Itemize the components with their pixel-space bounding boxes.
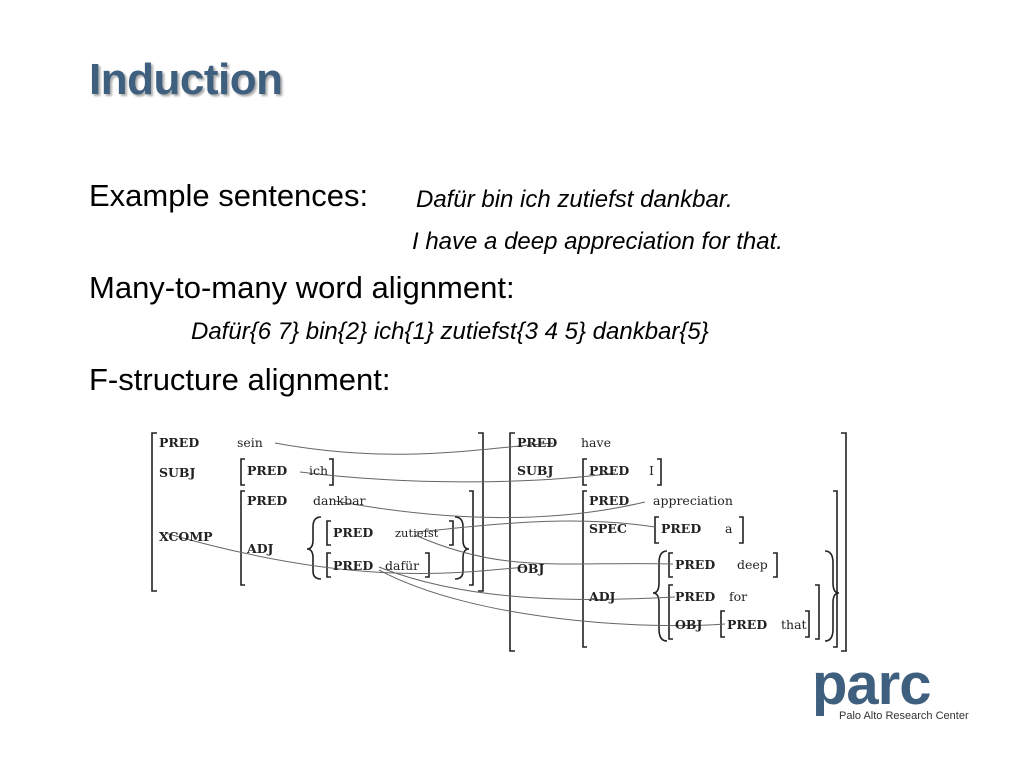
german-adj1-bracket-right (449, 520, 454, 546)
english-obj-bracket-right (833, 490, 838, 648)
german-xcomp-bracket-right (469, 490, 474, 586)
german-adj2-pred-label: PRED (333, 558, 373, 573)
english-adj2-obj-pred-label: PRED (727, 617, 767, 632)
german-adj-brace-right (454, 516, 470, 580)
example-english-sentence: I have a deep appreciation for that. (412, 228, 783, 255)
english-fstructure: PRED have SUBJ PRED I OBJ PRED appreciat… (517, 435, 807, 632)
slide-title: Induction (89, 55, 283, 104)
english-adj-brace-left (652, 550, 668, 642)
example-sentences-label: Example sentences: (89, 178, 369, 213)
german-adj1-bracket-left (326, 520, 331, 546)
align-xcomp-obj (164, 532, 526, 574)
fstructure-alignment-label: F-structure alignment: (89, 362, 391, 397)
example-german-sentence: Dafür bin ich zutiefst dankbar. (416, 186, 733, 213)
english-adj2-obj-pred-value: that (781, 617, 807, 632)
english-obj-pred-label: PRED (589, 493, 629, 508)
german-subj-pred-label: PRED (247, 463, 287, 478)
english-spec-bracket-right (739, 516, 744, 544)
english-spec-label: SPEC (589, 521, 627, 536)
german-subj-label: SUBJ (159, 465, 195, 480)
english-spec-pred-value: a (725, 521, 733, 536)
english-spec-bracket-left (654, 516, 659, 544)
english-obj-label: OBJ (517, 561, 544, 576)
parc-logo-word: parc (812, 652, 932, 717)
english-subj-bracket-left (582, 458, 587, 486)
german-xcomp-bracket-left (240, 490, 245, 586)
english-adj1-pred-label: PRED (675, 557, 715, 572)
parc-logo-subtitle: Palo Alto Research Center (839, 710, 969, 722)
german-adj1-pred-value: zutiefst (395, 526, 439, 540)
align-zutiefst-spec (414, 520, 656, 533)
english-adj1-pred-value: deep (737, 557, 768, 572)
german-adj-label: ADJ (246, 541, 274, 556)
german-subj-pred-value: ich (309, 463, 328, 478)
english-adj2-obj-bracket-right (805, 610, 810, 638)
align-pred-ich-i (299, 471, 616, 483)
german-pred-label: PRED (159, 435, 199, 450)
english-adj2-obj-label: OBJ (675, 617, 702, 632)
english-adj1-bracket-right (773, 552, 778, 578)
english-subj-bracket-right (657, 458, 662, 486)
german-fstructure: PRED sein SUBJ PRED ich XCOMP PRED dankb… (159, 435, 439, 573)
english-adj2-pred-label: PRED (675, 589, 715, 604)
english-obj-pred-value: appreciation (653, 493, 733, 508)
german-adj2-bracket-left (326, 552, 331, 578)
english-adj2-bracket-right (815, 584, 820, 640)
german-xcomp-pred-value: dankbar (313, 493, 366, 508)
german-xcomp-pred-label: PRED (247, 493, 287, 508)
english-outer-bracket-left (509, 432, 515, 652)
english-spec-pred-label: PRED (661, 521, 701, 536)
alignment-lines (164, 442, 726, 627)
english-subj-pred-value: I (649, 463, 654, 478)
german-outer-bracket-right (478, 432, 484, 592)
english-adj2-pred-value: for (729, 589, 747, 604)
english-subj-pred-label: PRED (589, 463, 629, 478)
german-outer-bracket-left (151, 432, 157, 592)
english-pred-value: have (581, 435, 611, 450)
align-pred-dankbar-appreciation (334, 500, 646, 519)
english-adj-label: ADJ (588, 589, 616, 604)
align-dafuer-for (378, 566, 676, 600)
german-xcomp-label: XCOMP (159, 529, 213, 544)
english-subj-label: SUBJ (517, 463, 553, 478)
german-subj-bracket-left (240, 458, 245, 486)
german-adj2-bracket-right (425, 552, 430, 578)
english-adj2-bracket-left (668, 584, 673, 640)
fstructure-alignment-diagram: PRED sein SUBJ PRED ich XCOMP PRED dankb… (151, 432, 847, 652)
bracket-lines (151, 432, 847, 652)
german-subj-bracket-right (329, 458, 334, 486)
align-dafuer-that (378, 569, 726, 627)
english-adj-brace-right (824, 550, 840, 642)
word-alignment-label: Many-to-many word alignment: (89, 270, 515, 305)
english-outer-bracket-right (841, 432, 847, 652)
english-obj-bracket-left (582, 490, 587, 648)
word-alignment-text: Dafür{6 7} bin{2} ich{1} zutiefst{3 4 5}… (191, 318, 709, 345)
align-pred-sein-have (274, 442, 554, 455)
german-adj-brace-left (306, 516, 322, 580)
german-pred-value: sein (237, 435, 263, 450)
parc-logo: parc Palo Alto Research Center (812, 656, 972, 730)
english-pred-label: PRED (517, 435, 557, 450)
align-zutiefst-deep (414, 534, 674, 565)
english-adj1-bracket-left (668, 552, 673, 578)
german-adj2-pred-value: dafür (385, 558, 419, 573)
german-adj1-pred-label: PRED (333, 525, 373, 540)
